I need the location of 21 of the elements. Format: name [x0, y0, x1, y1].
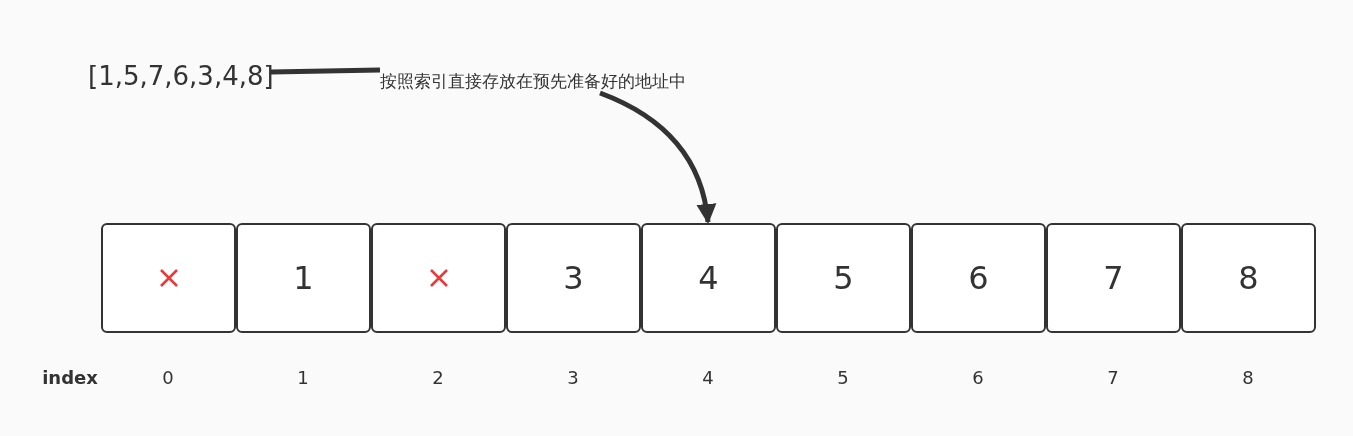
array-cell: 3	[506, 223, 641, 333]
array-cell: 7	[1046, 223, 1181, 333]
index-number: 1	[297, 367, 309, 388]
array-cell: 4	[641, 223, 776, 333]
index-number: 7	[1107, 367, 1119, 388]
array-cell: 1	[236, 223, 371, 333]
row-label: index	[42, 367, 98, 388]
array-cell: 8	[1181, 223, 1316, 333]
index-number: 0	[162, 367, 174, 388]
index-number: 8	[1242, 367, 1254, 388]
annotation-text: 按照索引直接存放在预先准备好的地址中	[380, 66, 738, 96]
index-number: 4	[702, 367, 714, 388]
index-number: 3	[567, 367, 579, 388]
number-list: [1,5,7,6,3,4,8]	[88, 56, 270, 96]
array-cell: 5	[776, 223, 911, 333]
index-number: 5	[837, 367, 849, 388]
curved-arrow	[599, 90, 716, 224]
array-cell: 6	[911, 223, 1046, 333]
index-number: 6	[972, 367, 984, 388]
index-number: 2	[432, 367, 444, 388]
connector-line	[270, 67, 381, 75]
